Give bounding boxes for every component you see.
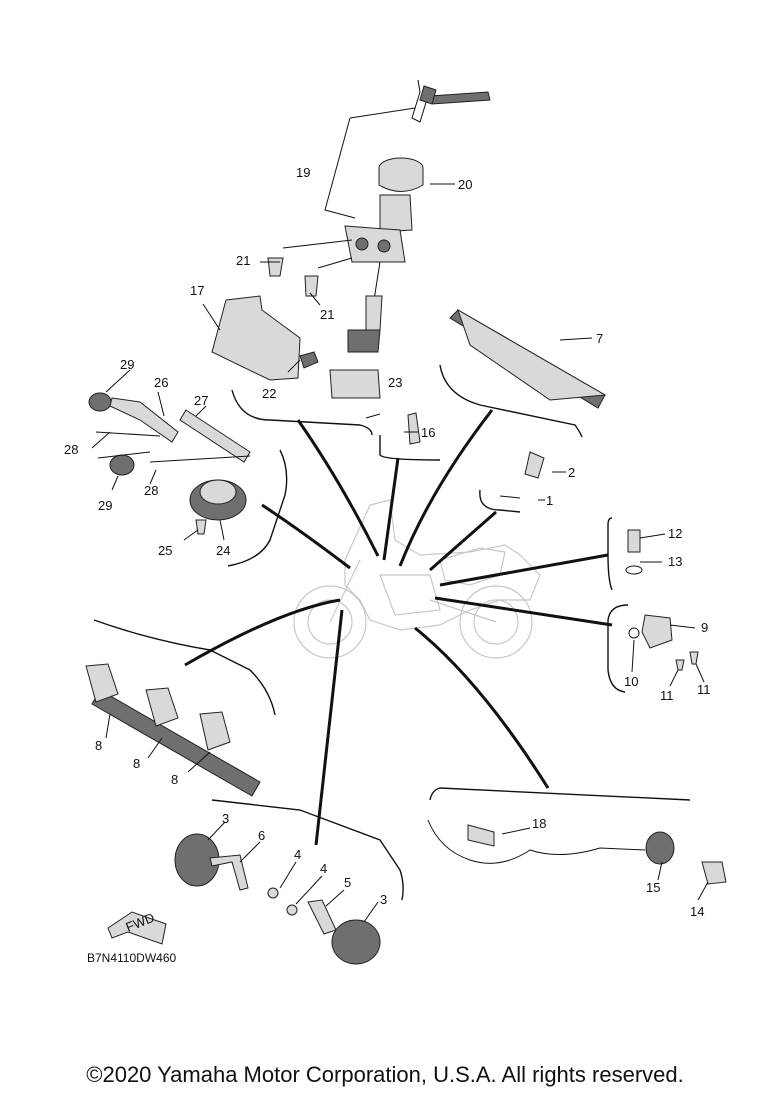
copyright-notice: ©2020 Yamaha Motor Corporation, U.S.A. A… [86,1062,684,1087]
callout-10: 10 [624,674,638,689]
callout-27: 27 [194,393,208,408]
callout-21-upper: 21 [236,253,250,268]
callout-8-b: 8 [133,756,140,771]
callout-8-a: 8 [95,738,102,753]
callout-2: 2 [568,465,575,480]
callout-24: 24 [216,543,230,558]
callout-3-left: 3 [222,811,229,826]
callout-4-upper: 4 [294,847,301,862]
callout-7: 7 [596,331,603,346]
callout-11-left: 11 [660,688,674,703]
fwd-arrow: FWD [107,910,167,945]
handlebar-switches-8 [85,663,261,797]
callout-20: 20 [458,177,472,192]
callout-labels: 19 20 21 21 17 22 23 7 16 2 1 12 13 9 10… [64,165,711,919]
callout-9: 9 [701,620,708,635]
group-brackets [93,364,691,901]
callout-17: 17 [190,283,204,298]
callout-26: 26 [154,375,168,390]
sensor-parts [407,412,699,671]
leader-lines [91,183,709,923]
callout-11-right: 11 [697,682,711,697]
callout-19: 19 [296,165,310,180]
callout-8-c: 8 [171,772,178,787]
callout-15: 15 [646,880,660,895]
callout-18: 18 [532,816,546,831]
callout-14: 14 [690,904,704,919]
callout-21-lower: 21 [320,307,334,322]
callout-1: 1 [546,493,553,508]
wire-sensor-assembly [427,819,727,885]
connector-lines [184,409,613,846]
callout-5: 5 [344,875,351,890]
callout-25: 25 [158,543,172,558]
diagram-code: B7N4110DW460 [87,951,176,965]
callout-3-right: 3 [380,892,387,907]
callout-29-lower: 29 [98,498,112,513]
horn-assembly [88,392,251,535]
bracket-17 [211,295,319,381]
callout-29-upper: 29 [120,357,134,372]
callout-6: 6 [258,828,265,843]
callout-13: 13 [668,554,682,569]
callout-28-left: 28 [64,442,78,457]
callout-23: 23 [388,375,402,390]
callout-28-right: 28 [144,483,158,498]
callout-4-lower: 4 [320,861,327,876]
ignition-switch-assembly [267,79,491,399]
motorcycle-silhouette [293,499,541,659]
callout-16: 16 [421,425,435,440]
callout-22: 22 [262,386,276,401]
callout-12: 12 [668,526,682,541]
sensor-covers [174,833,381,965]
parts-diagram: FWD [64,79,727,965]
meter-display-7 [449,308,607,409]
